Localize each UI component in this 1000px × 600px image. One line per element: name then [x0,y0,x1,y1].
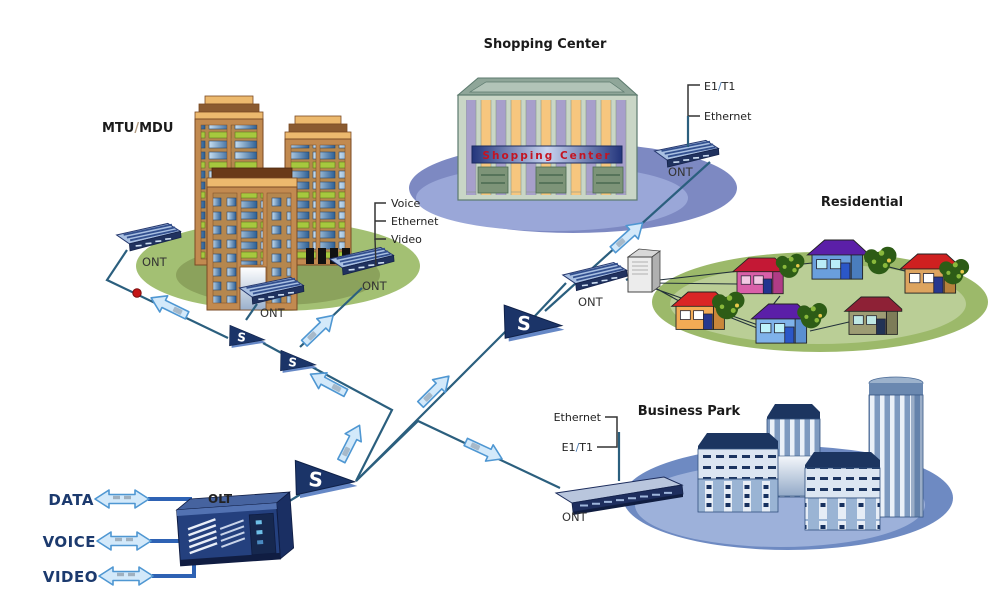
data-arrow-icon [94,489,150,509]
mtu-title-pre: MTU [102,121,134,136]
business-bracket [597,416,618,448]
tap-e1t1-label: E1/T1 [704,80,735,93]
shopping-banner [471,145,623,164]
splitter-small-2: S [280,349,318,373]
shopping-banner-text: Shopping Center [482,150,611,162]
olt-chassis-icon [175,491,295,567]
mtu-title-post: MDU [139,121,173,136]
e1-text: E1 [562,441,576,454]
tap-video-label: Video [391,233,422,246]
splitter-middle: S [503,304,565,342]
splitter-small-1: S [229,324,267,348]
ont-label: ONT [578,295,604,309]
fiber-line-s2-main [311,366,394,482]
business-title: Business Park [638,404,741,419]
video-arrow-icon [98,566,154,586]
flow-arrow-icon [413,368,457,412]
video-service-label: VIDEO [43,568,98,586]
flow-arrow-icon [297,308,341,351]
olt-and-services: DATA VOICE VIDEO OLT [43,489,295,586]
splitter-label: S [287,355,298,370]
t1-text: T1 [578,441,593,454]
ont-devices: ONT ONT ONT ONT ONT ONT [115,138,721,524]
mtu-bracket [374,202,386,240]
splitter-main: S [294,459,358,499]
voice-arrow-icon [96,531,152,551]
fiber-line-main-business [355,419,561,489]
slash-text: / [718,80,722,93]
ont-label: ONT [142,255,168,269]
residential-cluster: Residential [649,195,988,352]
ont-label: ONT [668,165,694,179]
residential-title: Residential [821,195,903,210]
tap-brackets: Voice Ethernet Video E1/T1 Ethernet Ethe… [374,80,752,481]
shopping-title: Shopping Center [484,37,607,52]
splitter-label: S [308,467,324,492]
mtu-bracket-drop [374,238,377,267]
ont-label: ONT [260,306,286,320]
business-cluster: Business Park [623,376,953,550]
splitters: S S S S [229,304,565,499]
house [806,239,868,280]
t1-text: T1 [721,80,736,93]
fiber-line-mid-residential [533,282,567,318]
street-cabinet-icon [626,248,662,293]
splitter-label: S [516,312,532,336]
tap-ethernet-label: Ethernet [554,411,602,424]
fiber-line-mtu-left [105,249,229,339]
ont-rack-icon [554,476,684,515]
ont-label: ONT [562,510,588,524]
splitter-label: S [236,330,247,345]
shopping-bracket [687,84,700,117]
data-service-label: DATA [48,491,94,509]
ont-label: ONT [362,279,388,293]
shopping-cluster: Shopping Center Shopping Center [409,37,737,233]
flow-arrow-icon [461,433,507,468]
tap-e1t1-label: E1/T1 [562,441,593,454]
mtu-title-slash: / [134,121,139,136]
olt-label: OLT [208,492,233,506]
business-buildings [697,376,924,531]
fiber-node-dot [132,288,142,298]
shopping-building: Shopping Center [456,77,639,201]
mtu-title: MTU/MDU [102,121,173,136]
tap-voice-label: Voice [391,197,421,210]
tap-ethernet-label: Ethernet [391,215,439,228]
flow-arrow-icon [332,420,369,466]
tap-ethernet-label: Ethernet [704,110,752,123]
voice-service-label: VOICE [43,533,96,551]
e1-text: E1 [704,80,718,93]
slash-text: / [576,441,580,454]
fiber-line-s1-ont [245,303,258,321]
